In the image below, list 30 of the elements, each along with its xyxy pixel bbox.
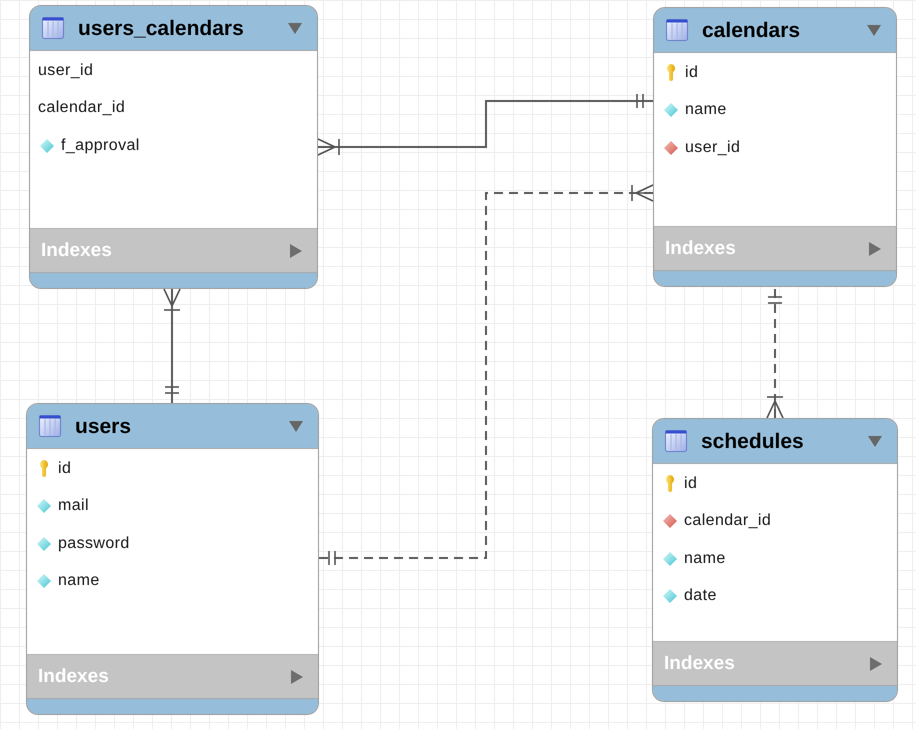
table-card [29, 5, 318, 289]
column-name: calendar_id [684, 513, 772, 530]
column-name: date [684, 588, 717, 604]
table-name: users_calendars [78, 18, 245, 38]
column-name: id [684, 476, 698, 492]
table-name: schedules [701, 430, 805, 452]
column-name: user_id [685, 140, 740, 156]
column-name: id [58, 460, 72, 477]
relationship-line [317, 93, 653, 156]
table-name: users [75, 416, 132, 436]
section-label: Indexes [665, 239, 736, 258]
column-name: name [58, 573, 100, 590]
relationship-line [766, 287, 784, 419]
section-label: Indexes [38, 667, 109, 686]
column-name: calendar_id [38, 100, 126, 116]
table-card [653, 7, 897, 287]
table-card [652, 418, 898, 702]
table-card [26, 403, 319, 715]
column-name: name [685, 102, 727, 118]
column-name: user_id [38, 62, 94, 79]
relationship-line [319, 184, 654, 566]
section-label: Indexes [41, 241, 112, 260]
column-name: mail [58, 498, 89, 514]
column-name: id [685, 64, 698, 81]
table-name: calendars [702, 20, 802, 40]
section-label: Indexes [664, 654, 735, 673]
relationship-line [163, 288, 181, 403]
column-name: name [684, 550, 726, 567]
column-name: password [58, 536, 130, 552]
column-name: f_approval [61, 138, 140, 154]
